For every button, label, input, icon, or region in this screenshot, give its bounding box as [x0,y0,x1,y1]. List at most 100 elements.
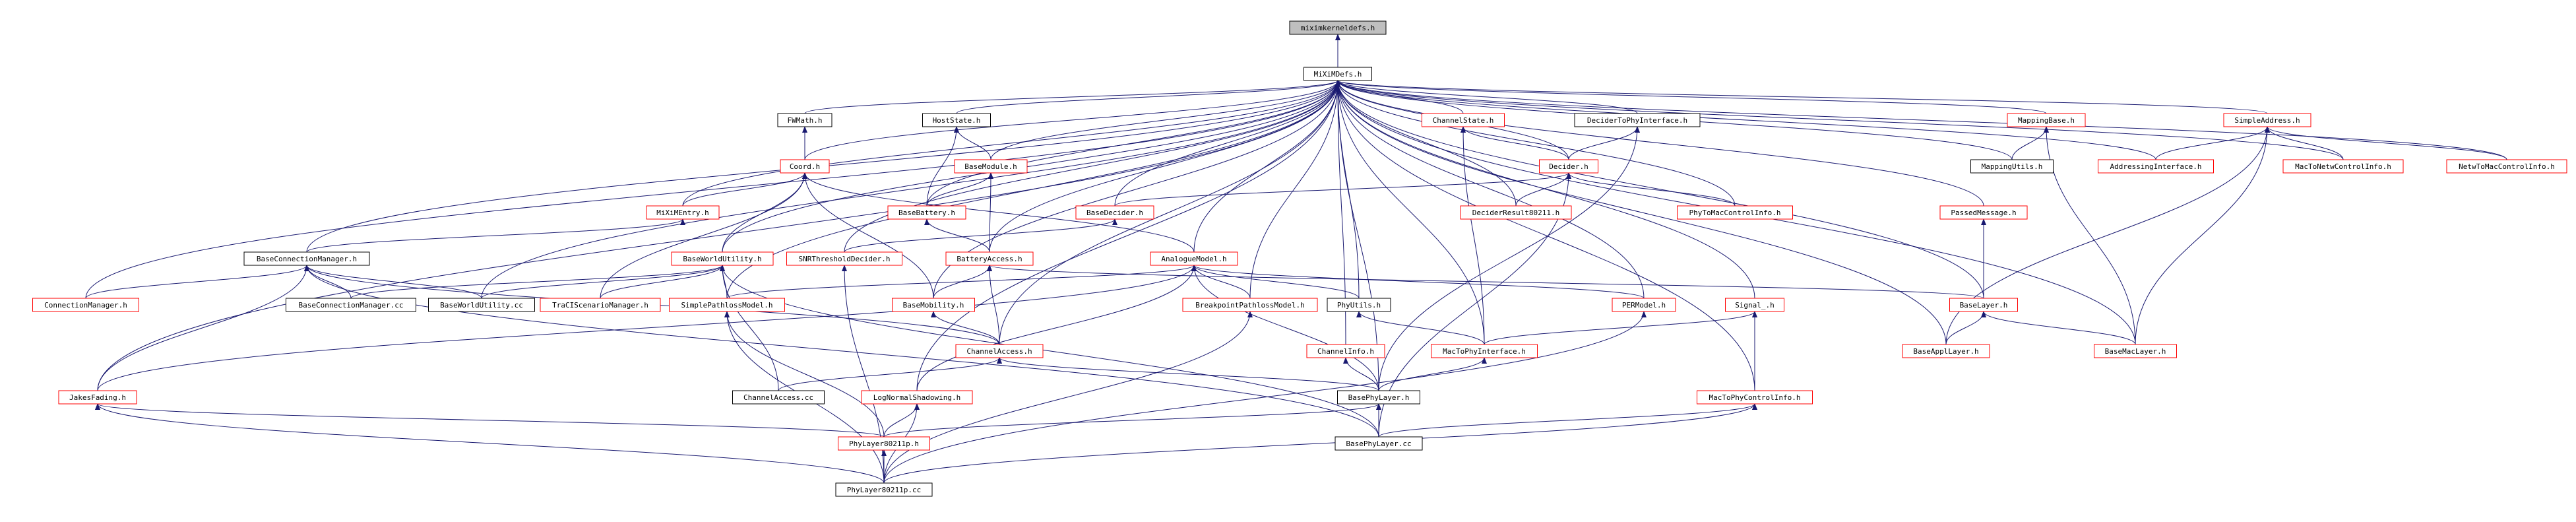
include-edge-BaseWorldUtility-to-Coord [722,172,807,253]
include-edge-PassedMessage-to-MiXiMDefs [1335,80,1984,207]
file-node-box [1150,251,1238,266]
file-node-BaseMacLayer[interactable]: BaseMacLayer.h [2094,344,2177,358]
file-node-label: MacToNetwControlInfo.h [2295,162,2391,171]
file-node-label: ChannelState.h [1433,116,1494,125]
include-edge-BaseApplLayer-to-MiXiMDefs [1335,80,1947,345]
file-node-box [1725,298,1784,312]
include-edge-BasePhyLayer-to-ChannelAccess [997,357,1379,391]
include-edge-BaseWorldUtilityCC-to-MiXiMDefs [481,80,1340,299]
file-node-label: TraCIScenarioManager.h [552,301,648,310]
file-node-DeciderToPhyInterface[interactable]: DeciderToPhyInterface.h [1574,113,1701,127]
file-node-root[interactable]: miximkerneldefs.h [1289,20,1387,35]
file-node-PhyToMacControlInfo[interactable]: PhyToMacControlInfo.h [1677,205,1793,220]
include-edge-BasePhyLayer-to-MiXiMDefs [1335,80,1379,391]
file-node-label: ChannelInfo.h [1317,347,1374,356]
file-node-DeciderResult80211[interactable]: DeciderResult80211.h [1460,205,1572,220]
include-edge-BaseDecider-to-MiXiMDefs [1114,80,1340,207]
file-node-label: BaseConnectionManager.h [257,255,357,263]
file-node-MiXiMEntry[interactable]: MiXiMEntry.h [646,205,720,220]
file-node-label: DeciderToPhyInterface.h [1587,116,1687,125]
include-edge-TraCIScenarioManager-to-Coord [600,172,807,299]
file-node-box [732,390,825,405]
file-node-label: FWMath.h [788,116,823,125]
file-node-NetwToMacControlInfo[interactable]: NetwToMacControlInfo.h [2446,159,2567,174]
file-node-Coord[interactable]: Coord.h [780,159,830,174]
file-node-BasePhyLayer[interactable]: BasePhyLayer.h [1337,390,1420,405]
file-node-AnalogueModel[interactable]: AnalogueModel.h [1150,251,1238,266]
include-edge-MiXiMEntry-to-MiXiMDefs [682,80,1340,207]
include-edge-Decider-to-DeciderToPhyInterface [1568,126,1640,160]
file-node-MappingUtils[interactable]: MappingUtils.h [1970,159,2054,174]
file-node-box [945,251,1034,266]
file-node-BreakpointPathlossModel[interactable]: BreakpointPathlossModel.h [1182,298,1318,312]
file-node-box [1697,390,1813,405]
file-node-label: BasePhyLayer.cc [1346,440,1411,448]
include-edge-BatteryAccess-to-MiXiMDefs [989,80,1340,253]
file-node-BaseWorldUtility[interactable]: BaseWorldUtility.h [671,251,774,266]
file-node-label: MappingBase.h [2018,116,2075,125]
file-node-label: HostState.h [933,116,981,125]
file-node-BaseMobility[interactable]: BaseMobility.h [892,298,975,312]
file-node-BaseLayer[interactable]: BaseLayer.h [1949,298,2018,312]
include-edge-SNRThresholdDecider-to-MiXiMDefs [844,80,1340,253]
file-node-ChannelAccess[interactable]: ChannelAccess.h [955,344,1044,358]
file-node-JakesFading[interactable]: JakesFading.h [58,390,137,405]
file-node-MacToNetwControlInfo[interactable]: MacToNetwControlInfo.h [2282,159,2404,174]
file-node-BaseDecider[interactable]: BaseDecider.h [1075,205,1154,220]
file-node-LogNormalShadowing[interactable]: LogNormalShadowing.h [861,390,973,405]
file-node-label: ChannelAccess.h [966,347,1032,356]
file-node-label: MacToPhyInterface.h [1443,347,1526,356]
file-node-BatteryAccess[interactable]: BatteryAccess.h [945,251,1034,266]
file-node-box [1939,205,2028,220]
file-node-box [2007,113,2086,127]
file-node-BaseConnectionManager[interactable]: BaseConnectionManager.h [243,251,370,266]
file-node-MiXiMDefs[interactable]: MiXiMDefs.h [1304,67,1372,81]
include-edge-BasePhyLayer-to-ChannelInfo [1343,357,1379,391]
file-node-SimplePathlossModel[interactable]: SimplePathlossModel.h [669,298,785,312]
include-edge-BaseLayer-to-MiXiMDefs [1335,80,1984,299]
file-node-box [2282,159,2404,174]
file-node-label: DeciderResult80211.h [1472,209,1559,217]
include-edge-SNRThresholdDecider-to-BaseDecider [844,218,1117,253]
file-node-SNRThresholdDecider[interactable]: SNRThresholdDecider.h [786,251,902,266]
file-node-box [1075,205,1154,220]
file-node-BaseBattery[interactable]: BaseBattery.h [887,205,966,220]
file-node-box [669,298,785,312]
file-node-BaseApplLayer[interactable]: BaseApplLayer.h [1902,344,1990,358]
file-node-PhyLayer80211pCC[interactable]: PhyLayer80211p.cc [835,482,933,497]
file-node-BaseConnectionManagerCC[interactable]: BaseConnectionManager.cc [286,298,416,312]
file-node-label: PhyToMacControlInfo.h [1689,209,1780,217]
file-node-PhyLayer80211p[interactable]: PhyLayer80211p.h [838,436,930,451]
file-node-AddressingInterface[interactable]: AddressingInterface.h [2098,159,2214,174]
file-node-ChannelState[interactable]: ChannelState.h [1422,113,1505,127]
file-node-FWMath[interactable]: FWMath.h [777,113,832,127]
file-node-BaseModule[interactable]: BaseModule.h [954,159,1028,174]
file-node-BaseWorldUtilityCC[interactable]: BaseWorldUtility.cc [428,298,535,312]
file-node-MappingBase[interactable]: MappingBase.h [2007,113,2086,127]
include-edge-MacToNetwControlInfo-to-SimpleAddress [2265,126,2344,160]
file-node-PassedMessage[interactable]: PassedMessage.h [1939,205,2028,220]
file-node-Signal[interactable]: Signal_.h [1725,298,1784,312]
file-node-label: BasePhyLayer.h [1348,393,1410,402]
include-edge-PhyLayer80211pCC-to-JakesFading [95,403,885,484]
file-node-label: SimplePathlossModel.h [681,301,772,310]
file-node-MacToPhyControlInfo[interactable]: MacToPhyControlInfo.h [1697,390,1813,405]
include-edge-SimplePathlossModel-to-AnalogueModel [726,265,1197,299]
file-node-box [671,251,774,266]
file-node-BasePhyLayerCC[interactable]: BasePhyLayer.cc [1335,436,1423,451]
file-node-PERModel[interactable]: PERModel.h [1612,298,1676,312]
file-node-MacToPhyInterface[interactable]: MacToPhyInterface.h [1431,344,1538,358]
file-node-HostState[interactable]: HostState.h [922,113,991,127]
file-node-Decider[interactable]: Decider.h [1539,159,1598,174]
file-node-box [1306,344,1385,358]
file-node-label: BaseBattery.h [898,209,955,217]
file-node-ChannelInfo[interactable]: ChannelInfo.h [1306,344,1385,358]
file-node-TraCIScenarioManager[interactable]: TraCIScenarioManager.h [540,298,661,312]
include-edge-BaseMacLayer-to-BaseLayer [1981,311,2136,345]
file-node-ChannelAccessCC[interactable]: ChannelAccess.cc [732,390,825,405]
include-edge-BaseConnectionManagerCC-to-BaseWorldUtility [350,265,725,299]
file-node-SimpleAddress[interactable]: SimpleAddress.h [2223,113,2311,127]
file-node-ConnectionManager[interactable]: ConnectionManager.h [32,298,139,312]
file-node-PhyUtils[interactable]: PhyUtils.h [1327,298,1391,312]
file-node-label: JakesFading.h [69,393,126,402]
